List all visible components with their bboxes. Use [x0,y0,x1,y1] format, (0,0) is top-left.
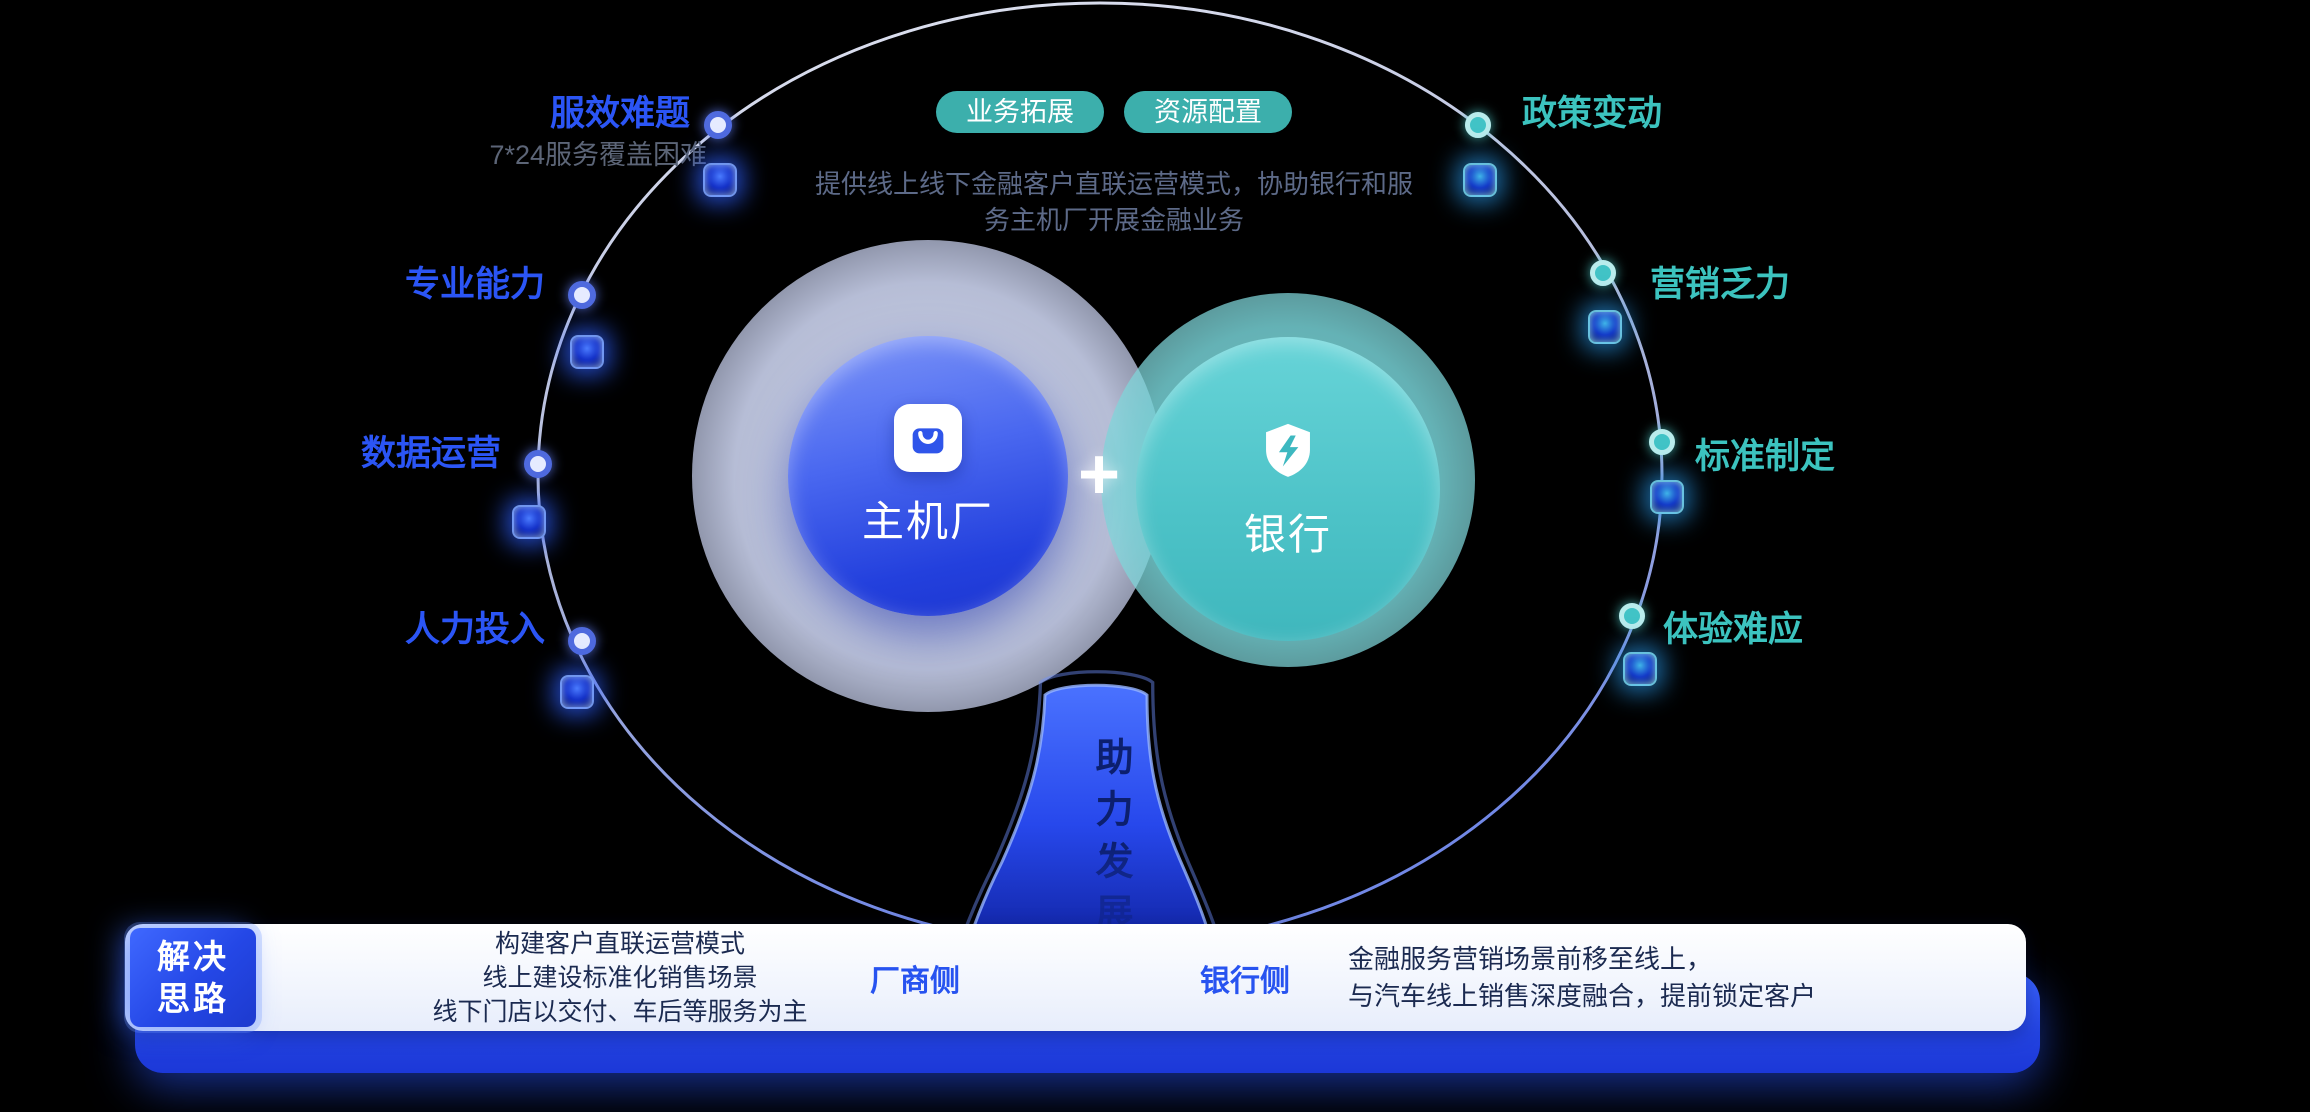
orbit-node-professional [568,281,596,309]
bank-label: 银行 [1243,510,1332,558]
label-data-operation: 数据运营 [360,434,501,473]
badge-line-1: 解决 [157,937,229,975]
glow-dot-service-efficiency [703,163,737,197]
label-marketing-weakness: 营销乏力 [1650,265,1791,304]
dealer-line-1: 构建客户直联运营模式 [494,929,746,958]
bank-lines: 金融服务营销场景前移至线上， 与汽车线上销售深度融合，提前锁定客户 [1348,941,1816,1015]
oem-circle: 主机厂 [788,336,1068,616]
label-service-efficiency-sub: 7*24服务覆盖困难 [489,140,707,170]
orbit-node-standard [1649,429,1675,455]
orbit-node-policy [1465,112,1491,138]
label-experience-adapt: 体验难应 [1663,610,1804,649]
glow-dot-marketing [1588,310,1622,344]
description-line-2: 务主机厂开展金融业务 [983,205,1245,235]
plus-sign: + [1077,434,1121,515]
label-manpower-input: 人力投入 [404,610,545,649]
orbit-node-manpower [568,627,596,655]
bank-line-1: 金融服务营销场景前移至线上， [1348,943,1713,974]
description-line-1: 提供线上线下金融客户直联运营模式，协助银行和服 [814,169,1414,199]
dealer-line-3: 线下门店以交付、车后等服务为主 [432,997,808,1026]
oem-label: 主机厂 [861,497,994,545]
solution-bar: 解决 思路 构建客户直联运营模式 线上建设标准化销售场景 线下门店以交付、车后等… [125,924,2026,1031]
dealer-line-2: 线上建设标准化销售场景 [482,963,758,992]
glow-dot-standard [1650,480,1684,514]
pill-business-expansion[interactable]: 业务拓展 [936,91,1104,133]
pill-resource-allocation[interactable]: 资源配置 [1124,91,1292,133]
orbit-node-experience [1619,603,1645,629]
top-pills: 业务拓展 资源配置 [936,91,1292,133]
label-policy-change: 政策变动 [1522,94,1663,133]
shopping-bag-icon [894,403,962,472]
bank-line-2: 与汽车线上销售深度融合，提前锁定客户 [1348,980,1817,1011]
solution-badge: 解决 思路 [130,928,256,1027]
dealer-lines: 构建客户直联运营模式 线上建设标准化销售场景 线下门店以交付、车后等服务为主 [432,927,807,1029]
bank-circle: 银行 [1136,337,1440,641]
glow-dot-manpower [560,675,594,709]
badge-line-2: 思路 [157,979,229,1017]
shield-bolt-icon [1254,417,1322,485]
orbit-node-marketing [1590,260,1616,286]
glow-dot-professional [570,335,604,369]
glow-dot-data [512,505,546,539]
trunk-text: 助力发展 [1089,737,1131,945]
orbit-node-data [524,450,552,478]
glow-dot-policy [1463,163,1497,197]
bank-side-label: 银行侧 [1200,964,1290,998]
label-service-efficiency: 服效难题 [549,94,690,133]
orbit-node-service-efficiency [704,111,732,139]
trunk-graphic [955,670,1225,952]
label-professional-ability: 专业能力 [404,265,545,304]
glow-dot-experience [1623,652,1657,686]
center-description: 提供线上线下金融客户直联运营模式，协助银行和服 务主机厂开展金融业务 [815,166,1413,238]
label-standard-setting: 标准制定 [1695,437,1836,476]
dealer-side-label: 厂商侧 [870,964,960,998]
